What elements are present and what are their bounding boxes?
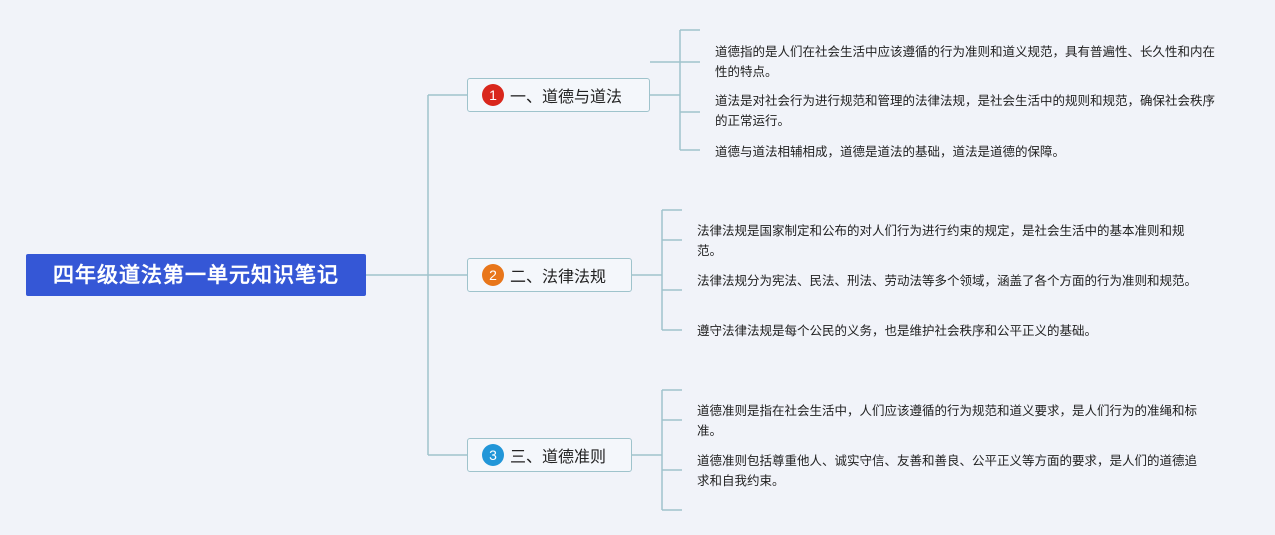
- branch-3[interactable]: 3 三、道德准则: [467, 438, 632, 472]
- branch-label: 一、道德与道法: [510, 87, 623, 106]
- note-1-1[interactable]: 道德指的是人们在社会生活中应该遵循的行为准则和道义规范，具有普遍性、长久性和内在…: [715, 44, 1216, 79]
- note-1-3[interactable]: 道德与道法相辅相成，道德是道法的基础，道法是道德的保障。: [715, 144, 1066, 159]
- note-2-1[interactable]: 法律法规是国家制定和公布的对人们行为进行约束的规定，是社会生活中的基本准则和规范…: [697, 223, 1185, 258]
- note-3-1[interactable]: 道德准则是指在社会生活中，人们应该遵循的行为规范和道义要求，是人们行为的准绳和标…: [697, 403, 1198, 438]
- root-topic[interactable]: 四年级道法第一单元知识笔记: [26, 254, 366, 296]
- branch-2[interactable]: 2 二、法律法规: [467, 258, 632, 292]
- note-1-2[interactable]: 道法是对社会行为进行规范和管理的法律法规，是社会生活中的规则和规范，确保社会秩序…: [715, 93, 1216, 128]
- number-3-icon: 3: [482, 444, 504, 466]
- note-2-2[interactable]: 法律法规分为宪法、民法、刑法、劳动法等多个领域，涵盖了各个方面的行为准则和规范。: [697, 273, 1198, 288]
- number-1-icon: 1: [482, 84, 504, 106]
- branch-label: 三、道德准则: [510, 447, 607, 466]
- number-2-icon: 2: [482, 264, 504, 286]
- note-3-2[interactable]: 道德准则包括尊重他人、诚实守信、友善和善良、公平正义等方面的要求，是人们的道德追…: [697, 453, 1198, 488]
- branch-1[interactable]: 1 一、道德与道法: [467, 78, 650, 112]
- note-2-3[interactable]: 遵守法律法规是每个公民的义务，也是维护社会秩序和公平正义的基础。: [697, 323, 1098, 338]
- branch-label: 二、法律法规: [510, 267, 607, 286]
